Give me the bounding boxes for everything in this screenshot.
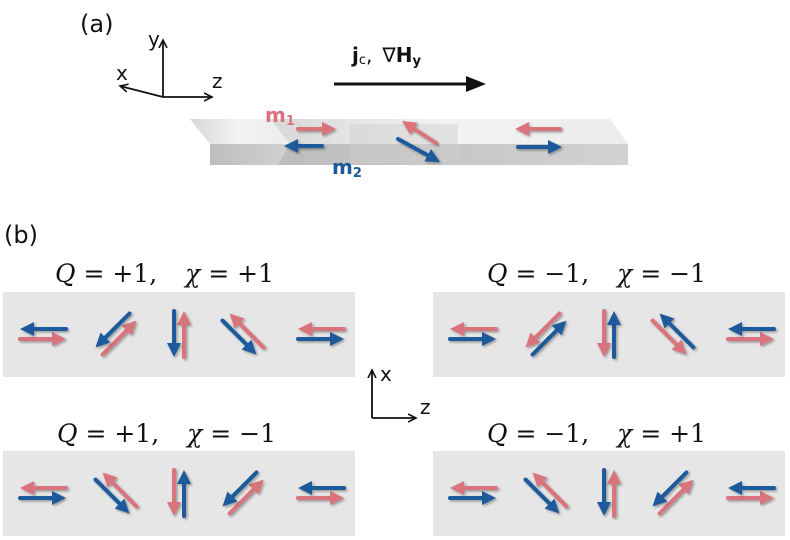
site-br-3-red-arrow	[607, 470, 621, 518]
site-br-4-blue-arrow	[652, 470, 689, 507]
site-tr-3-red-arrow	[597, 309, 611, 357]
site-bl-5-red-arrow	[296, 491, 344, 505]
drive-annotation: jc,∇Hy	[334, 43, 486, 92]
site-bl-1-red-arrow	[20, 481, 68, 495]
z-axis-label: z	[212, 69, 223, 93]
site-tr-1-blue-arrow	[448, 332, 496, 346]
site-tl-2-red-arrow	[100, 320, 137, 357]
slab-top	[270, 119, 628, 144]
site-tl-5-blue-arrow	[296, 332, 344, 346]
site-tl-3-blue-arrow	[167, 309, 181, 357]
site-tl-5-red-arrow	[298, 322, 346, 336]
m1-arrow	[296, 122, 336, 136]
site-tr-4-blue-arrow	[659, 313, 696, 350]
panel-b: (b) Q = +1,χ = +1 Q = −1,χ = −1 Q = +1,χ…	[3, 221, 785, 536]
site-tr-4-red-arrow	[650, 318, 687, 355]
site-tr-1-red-arrow	[450, 322, 498, 336]
drive-label: jc,∇Hy	[351, 43, 422, 69]
site-bl-3-red-arrow	[167, 468, 181, 516]
site-br-5-red-arrow	[726, 491, 774, 505]
right-red-arrow	[515, 122, 562, 136]
strip-bottom-left	[3, 451, 355, 536]
site-tl-2-blue-arrow	[95, 311, 132, 348]
axes-b: x z	[372, 362, 431, 419]
site-tr-2-red-arrow	[525, 311, 562, 348]
panel-a-label: (a)	[80, 10, 113, 38]
site-tr-3-blue-arrow	[607, 311, 621, 359]
m1-text: m	[265, 103, 286, 127]
label-top-left: Q = +1,χ = +1	[55, 259, 274, 288]
label-bottom-right: Q = −1,χ = +1	[487, 419, 706, 448]
site-br-1-red-arrow	[450, 481, 498, 495]
x-axis-label-b: x	[380, 362, 392, 386]
site-tl-3-red-arrow	[177, 311, 191, 359]
m2-arrow	[284, 139, 324, 153]
slab-moment-arrows	[284, 121, 562, 162]
site-bl-4-red-arrow	[227, 479, 264, 516]
site-bl-4-blue-arrow	[222, 470, 259, 507]
panel-a: (a) y x z jc,∇Hy m1 m2	[80, 10, 628, 181]
site-tl-4-red-arrow	[229, 313, 266, 350]
z-axis-label-b: z	[420, 395, 431, 419]
m1-label: m1	[265, 103, 295, 129]
axes-a: y x z	[116, 27, 223, 97]
site-tr-5-blue-arrow	[728, 322, 776, 336]
x-axis-arrow	[120, 86, 164, 98]
slab-step-left	[210, 144, 290, 165]
site-tr-2-blue-arrow	[530, 320, 567, 357]
wall-blue-arrow	[396, 137, 440, 162]
wall-red-arrow	[402, 121, 438, 145]
strip-bottom-right	[433, 451, 785, 536]
label-bottom-left: Q = +1,χ = −1	[57, 419, 276, 448]
site-bl-2-red-arrow	[102, 472, 139, 509]
site-tr-5-red-arrow	[726, 332, 774, 346]
site-br-2-red-arrow	[532, 472, 569, 509]
site-br-1-blue-arrow	[448, 491, 496, 505]
right-blue-arrow	[516, 140, 562, 154]
m2-label: m2	[332, 155, 362, 181]
strip-moment-arrows	[18, 309, 776, 518]
m2-text: m	[332, 155, 353, 179]
slab-top-left	[190, 119, 290, 144]
site-tl-4-blue-arrow	[220, 318, 257, 355]
x-axis-label: x	[116, 61, 128, 85]
drive-arrow-head	[466, 76, 486, 92]
slab-front	[278, 144, 628, 165]
site-tl-1-blue-arrow	[20, 322, 68, 336]
site-br-5-blue-arrow	[728, 481, 776, 495]
y-axis-label: y	[148, 27, 160, 51]
site-br-2-blue-arrow	[523, 477, 560, 514]
site-tl-1-red-arrow	[18, 332, 66, 346]
strip-top-left	[3, 292, 355, 377]
site-bl-5-blue-arrow	[298, 481, 346, 495]
site-br-3-blue-arrow	[597, 468, 611, 516]
site-bl-2-blue-arrow	[93, 477, 130, 514]
site-bl-3-blue-arrow	[177, 470, 191, 518]
panel-b-label: (b)	[4, 221, 38, 249]
label-top-right: Q = −1,χ = −1	[487, 259, 706, 288]
site-br-4-red-arrow	[657, 479, 694, 516]
strip-top-right	[433, 292, 785, 377]
site-bl-1-blue-arrow	[18, 491, 66, 505]
